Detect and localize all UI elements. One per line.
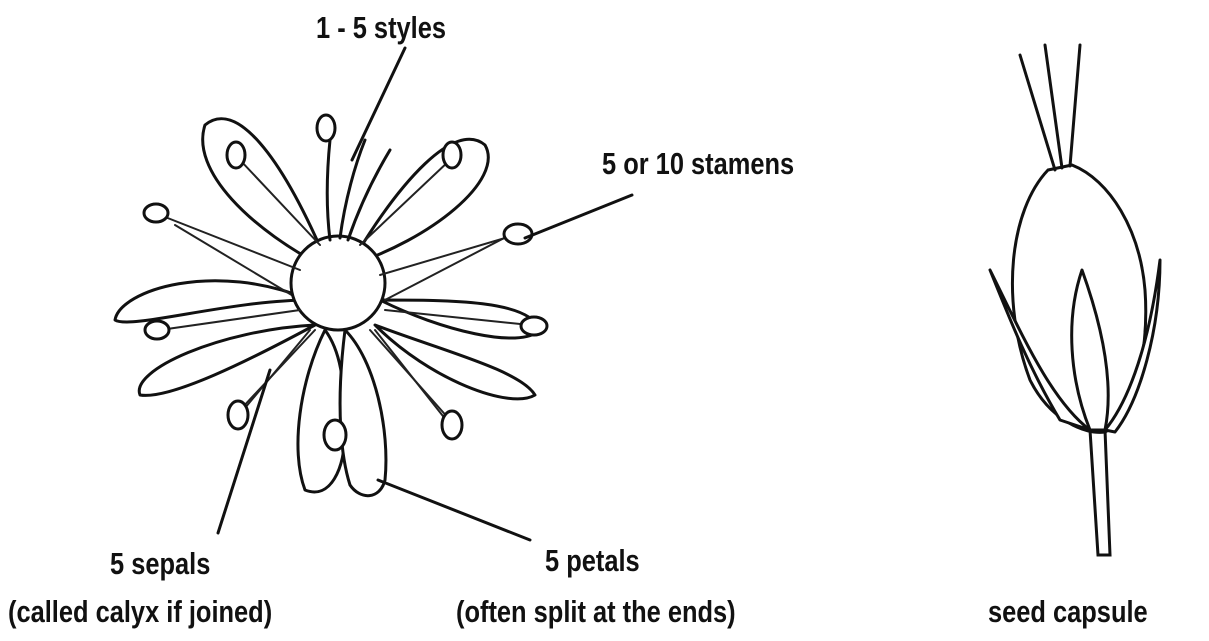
anther-5 <box>504 224 532 244</box>
leader-petals <box>378 480 530 540</box>
petal-right <box>380 300 540 338</box>
anther-9 <box>442 411 462 439</box>
ovary <box>291 236 385 330</box>
petal-front-right <box>340 330 386 496</box>
anther-7 <box>521 317 547 335</box>
petal-left <box>115 281 310 322</box>
leader-stamens <box>525 195 632 238</box>
label-calyx-note: (called calyx if joined) <box>8 594 272 630</box>
petal-upper-right <box>350 139 488 265</box>
seed-capsule-illustration <box>990 45 1160 555</box>
anther-6 <box>145 321 169 339</box>
leader-sepals <box>218 370 270 533</box>
label-petals: 5 petals <box>545 543 640 579</box>
capsule-stalk <box>1090 430 1110 555</box>
anther-4 <box>144 204 168 222</box>
label-petals-note: (often split at the ends) <box>456 594 736 630</box>
label-styles: 1 - 5 styles <box>316 10 446 46</box>
style-1 <box>327 140 330 240</box>
flower-illustration <box>115 48 632 540</box>
leader-styles <box>352 48 405 160</box>
anther-1 <box>227 142 245 168</box>
capsule-styles <box>1020 45 1080 170</box>
anther-2 <box>317 115 335 141</box>
petal-front-left <box>298 330 345 492</box>
anther-10 <box>324 420 346 450</box>
anther-3 <box>443 142 461 168</box>
label-stamens: 5 or 10 stamens <box>602 146 794 182</box>
anther-8 <box>228 401 248 429</box>
label-seed-capsule: seed capsule <box>988 594 1148 630</box>
label-sepals: 5 sepals <box>110 546 210 582</box>
